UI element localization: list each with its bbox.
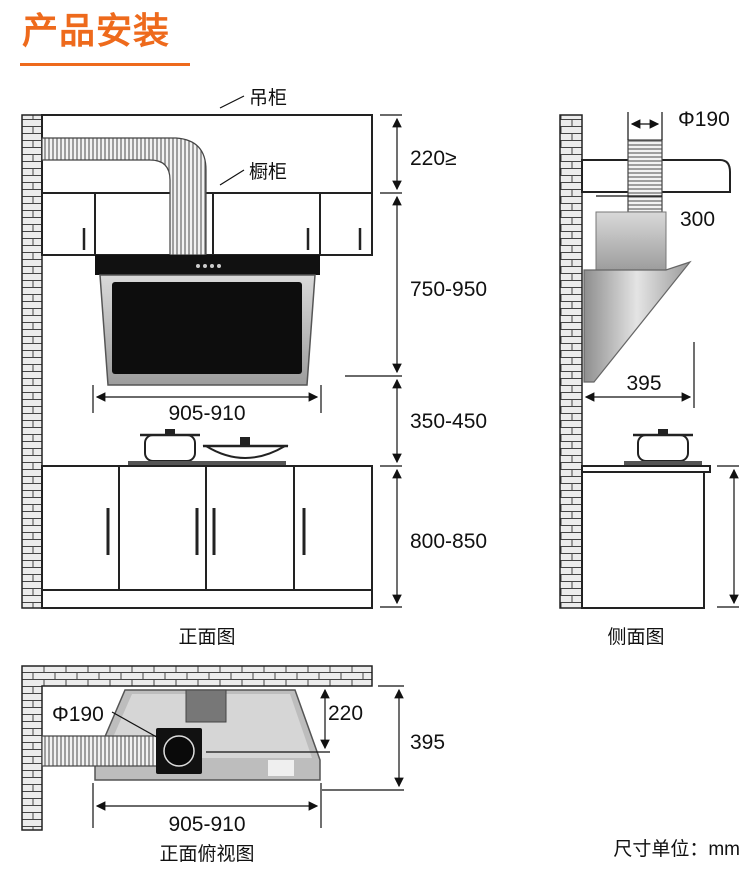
page-title: 产品安装 (22, 11, 171, 52)
side-view: Φ190 300 395 侧面图 (559, 108, 739, 648)
side-body-height-label: 300 (680, 208, 715, 231)
cupboard-label: 橱柜 (249, 161, 287, 183)
unit-note: 尺寸单位：mm (613, 838, 740, 860)
hood-glass-panel (112, 282, 302, 374)
wall-cabinet-height-label: 220≥ (410, 147, 457, 170)
side-depth-label: 395 (626, 372, 661, 395)
hood-to-stove-label: 350-450 (410, 410, 487, 433)
pot-icon (140, 429, 200, 462)
side-hood-body (595, 211, 667, 271)
base-cabinet-height-label: 800-850 (410, 530, 487, 553)
side-base-cabinet (581, 471, 705, 609)
title-underline (20, 63, 190, 66)
cupboard (41, 192, 373, 256)
hood-control-panel (95, 255, 320, 275)
side-view-caption: 侧面图 (607, 626, 664, 648)
top-view-caption: 正面俯视图 (159, 843, 254, 865)
top-duct (41, 735, 159, 767)
hood-width-label: 905-910 (168, 402, 245, 425)
side-brick-wall (559, 114, 583, 609)
top-brick-wall (21, 665, 373, 831)
top-motor-box (185, 689, 227, 723)
top-width-label: 905-910 (168, 813, 245, 836)
wall-cabinet-label: 吊柜 (249, 87, 287, 109)
cooktop (128, 461, 286, 466)
cabinet-to-hood-label: 750-950 (410, 278, 487, 301)
front-vertical-dimensions (345, 114, 402, 608)
top-view: Φ190 220 395 905-910 正面俯视图 (21, 665, 445, 865)
wok-icon (202, 437, 289, 459)
side-duct-diameter-label: Φ190 (678, 108, 730, 131)
front-view: 905-910 吊柜 (21, 87, 487, 648)
top-outlet-offset-label: 220 (328, 702, 363, 725)
front-brick-wall (21, 114, 43, 609)
side-hood-panel (583, 260, 692, 383)
side-duct (627, 139, 663, 213)
top-depth-label: 395 (410, 731, 445, 754)
top-duct-diameter-label: Φ190 (52, 703, 104, 726)
side-pot-icon (633, 429, 693, 462)
cabinet-plinth (41, 589, 373, 609)
front-view-caption: 正面图 (178, 627, 235, 648)
